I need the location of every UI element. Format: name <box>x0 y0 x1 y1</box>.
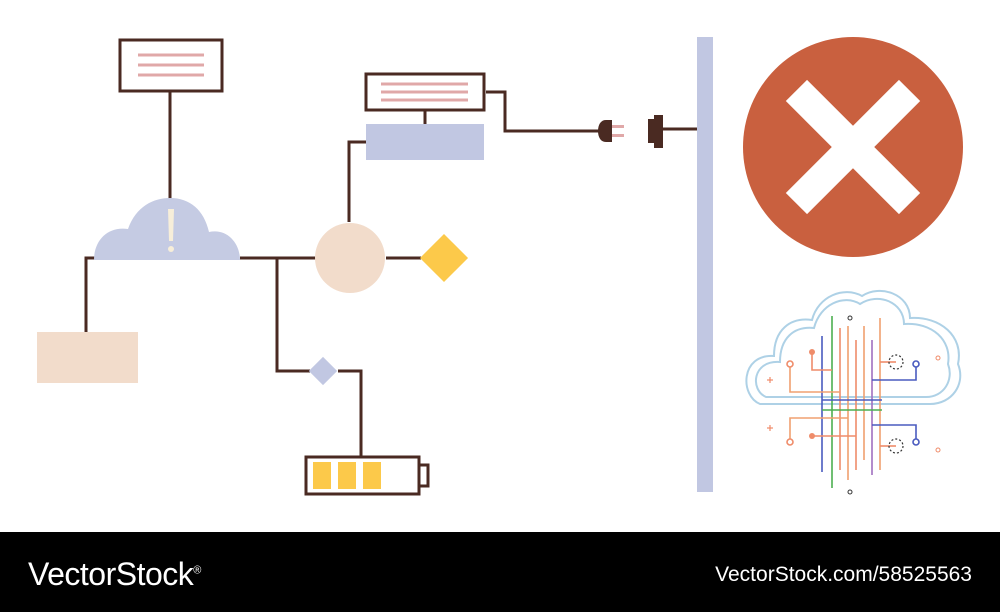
connector-bus-to-diamond <box>275 258 310 373</box>
brand-name: VectorStock <box>28 556 194 592</box>
alert-cloud <box>94 198 240 260</box>
connector-cloud-to-peach-box <box>84 256 100 332</box>
footer-bar: VectorStock® VectorStock.com/58525563 <box>0 532 1000 612</box>
wall-barrier <box>697 37 713 492</box>
socket-icon <box>648 115 663 148</box>
battery-cell <box>313 462 331 489</box>
battery-cell <box>338 462 356 489</box>
brand-logo: VectorStock® <box>28 556 201 593</box>
lavender-diamond <box>308 356 338 386</box>
connector-diamond-to-battery <box>338 369 363 457</box>
connector-server-to-plug <box>486 90 603 133</box>
plug-icon <box>598 120 624 142</box>
label-card-server <box>364 72 486 112</box>
x-mark-icon <box>785 79 921 215</box>
label-card-top-left <box>118 38 224 93</box>
connector-circle-to-server <box>347 140 366 222</box>
hub-circle <box>315 223 385 293</box>
yellow-diamond <box>419 233 469 283</box>
battery-cell <box>363 462 381 489</box>
server-block <box>366 124 484 160</box>
brand-registered-mark: ® <box>193 564 201 577</box>
battery-icon <box>304 455 430 496</box>
error-badge <box>743 37 963 257</box>
brand-url[interactable]: VectorStock.com/58525563 <box>715 563 972 586</box>
circuit-cloud-icon <box>745 290 962 495</box>
exclamation-icon <box>168 209 174 252</box>
peach-box <box>37 332 138 383</box>
